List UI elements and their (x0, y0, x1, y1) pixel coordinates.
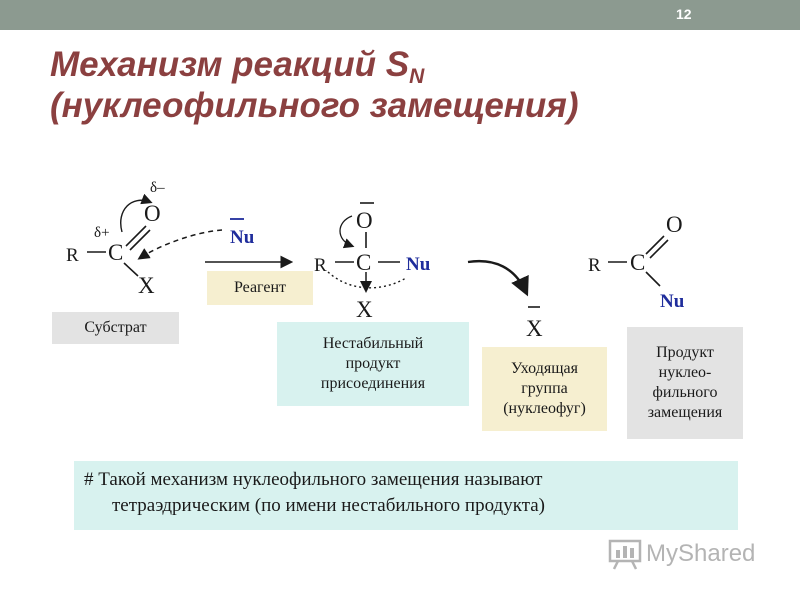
unstable-label-line-3: присоединения (320, 375, 426, 392)
reagent-label: Реагент (233, 279, 287, 296)
product-CO-bond-1 (645, 235, 665, 255)
product-O: O (666, 212, 683, 237)
product-label-line-4: замещения (647, 404, 723, 421)
substrate-CO-bond-1 (125, 225, 147, 247)
product-Nu: Nu (660, 291, 685, 312)
intermediate-dotted-arc (327, 271, 407, 289)
product-label-bg (627, 327, 743, 439)
product-CO-bond-2 (649, 239, 669, 259)
nucleophile-attack-arrow (137, 229, 223, 260)
substrate-R: R (66, 245, 79, 266)
unstable-label-bg (277, 322, 469, 406)
watermark-text: MyShared (646, 540, 756, 567)
intermediate-structure: O C R X (314, 208, 373, 322)
title-main: Механизм реакций S (50, 45, 410, 84)
presentation-icon (608, 539, 642, 570)
leaving-label-line-1: Уходящая (511, 360, 578, 377)
substitution-product-label: Продукт нуклео- фильного замещения (627, 327, 743, 439)
top-bar (0, 0, 800, 30)
slide-title: Механизм реакций SN (нуклеофильного заме… (50, 44, 579, 126)
intermediate-X: X (356, 297, 373, 322)
product-structure: O C R (588, 212, 683, 276)
elimination-arrow (467, 259, 529, 297)
title-line-1: Механизм реакций SN (50, 44, 579, 88)
intermediate-electron-arrow (339, 215, 355, 249)
product-label-line-3: фильного (652, 384, 718, 401)
product-label-line-2: нуклео- (658, 364, 712, 381)
substrate-CO-bond-2 (129, 229, 151, 251)
note-line-2: тетраэдрическим (по имени нестабильного … (112, 495, 545, 516)
substrate-label-bg (52, 312, 179, 344)
substrate-C: C (108, 240, 123, 265)
substrate-delta-plus: δ+ (94, 225, 110, 241)
reagent-Nu: Nu (230, 227, 255, 248)
substrate-C-X-bond (123, 262, 139, 277)
substrate-O: O (144, 201, 161, 226)
substrate-delta-minus: δ– (150, 180, 165, 196)
intermediate-R: R (314, 255, 327, 276)
leaving-label-line-3: (нуклеофуг) (503, 400, 586, 417)
substrate-X: X (138, 273, 155, 298)
product-label-line-1: Продукт (656, 344, 714, 361)
unstable-label-line-2: продукт (345, 355, 401, 372)
product-R: R (588, 255, 601, 276)
unstable-product-label: Нестабильный продукт присоединения (277, 322, 469, 406)
note-line-1: # Такой механизм нуклеофильного замещени… (84, 469, 543, 490)
reagent-label-bg (207, 271, 313, 305)
mechanism-note: # Такой механизм нуклеофильного замещени… (74, 461, 738, 530)
unstable-label-line-1: Нестабильный (322, 335, 424, 352)
electron-shift-arrow (120, 193, 153, 233)
slide-number: 12 (676, 6, 692, 22)
intermediate-O: O (356, 208, 373, 233)
title-line-2: (нуклеофильного замещения) (50, 86, 579, 125)
substrate-structure: O C R X δ– δ+ (66, 180, 165, 298)
leaving-group-label: Уходящая группа (нуклеофуг) (482, 347, 607, 431)
intermediate-Nu: Nu (406, 254, 431, 275)
product-C: C (630, 250, 645, 275)
leaving-X: X (526, 316, 543, 341)
substrate-label: Субстрат (84, 319, 147, 336)
leaving-label-line-2: группа (521, 380, 568, 397)
intermediate-C: C (356, 250, 371, 275)
leaving-label-bg (482, 347, 607, 431)
product-C-Nu-bond (645, 271, 661, 287)
title-subscript: N (409, 65, 425, 88)
watermark: MyShared (608, 538, 755, 570)
